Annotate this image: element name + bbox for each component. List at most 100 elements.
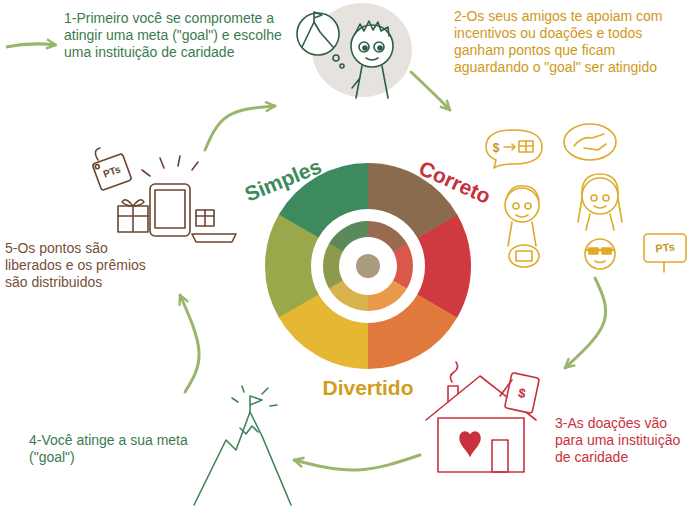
- friends-sketch: [585, 239, 615, 269]
- friends-sketch: [516, 215, 528, 217]
- step-block: 1-Primeiro você se compromete a atingir …: [60, 2, 411, 106]
- cycle-arrow: [411, 72, 450, 110]
- goal-mountain: [232, 386, 277, 406]
- step-text: 4-Você atinge a sua meta ("goal"): [29, 432, 194, 466]
- prizes-sketch: [118, 200, 148, 232]
- target-circle: [317, 215, 418, 316]
- thinking-figure: [351, 25, 393, 67]
- goal-mountain: [194, 386, 291, 505]
- sketch-label: $: [493, 142, 500, 154]
- thinking-figure: [366, 58, 378, 60]
- friends-sketch: [513, 203, 519, 209]
- target-circle: [317, 215, 418, 316]
- goal-mountain: [194, 412, 291, 505]
- cycle-arrow: [565, 278, 606, 368]
- entry-arrow: [6, 44, 56, 47]
- charity-house: [426, 362, 539, 472]
- friends-sketch: [644, 234, 686, 262]
- thinking-figure: [363, 46, 367, 50]
- sketch-label: PTs: [102, 164, 122, 179]
- friends-sketch: [486, 130, 542, 168]
- friends-sketch: [505, 188, 539, 222]
- friends-sketch: [564, 124, 616, 160]
- thinking-figure: [355, 21, 389, 36]
- target-circle: [340, 238, 396, 294]
- target-circle: [317, 215, 418, 316]
- value-word: Simples: [242, 155, 325, 205]
- prizes-sketch: [192, 234, 236, 242]
- step-text: 3-As doações vão para uma instituição de…: [555, 415, 691, 466]
- prizes-sketch: [150, 184, 190, 236]
- cycle-arrow: [180, 295, 199, 392]
- friends-sketch: [516, 251, 532, 261]
- target-circle: [288, 186, 448, 346]
- friends-sketch: [574, 134, 606, 150]
- cycle-arrow: [205, 106, 275, 150]
- cycle-arrow: [294, 455, 420, 470]
- thinking-figure: [297, 13, 339, 55]
- value-word: Correto: [416, 157, 494, 207]
- target-circle: [259, 157, 478, 376]
- thinking-figure: [340, 64, 344, 68]
- charity-house: [450, 362, 457, 382]
- friends-sketch: [519, 141, 533, 152]
- charity-house: [492, 440, 508, 472]
- friends-sketch: [508, 222, 536, 246]
- step-text: 5-Os pontos são liberados e os prêmios s…: [5, 240, 147, 291]
- prizes-sketch: [92, 148, 236, 242]
- target-circle: [356, 254, 380, 278]
- prizes-sketch: [95, 148, 100, 160]
- step-text: 2-Os seus amigos te apoiam com incentivo…: [454, 8, 692, 76]
- charity-house: [460, 432, 480, 456]
- friends-sketch: [586, 214, 614, 230]
- prizes-sketch: [196, 210, 214, 226]
- target-circle: [259, 157, 478, 376]
- friends-sketch: [582, 178, 618, 214]
- value-word: Divertido: [322, 377, 413, 398]
- friends-sketch: [525, 203, 531, 209]
- charity-house: [505, 372, 540, 413]
- thinking-figure: [378, 46, 382, 50]
- friends-sketch: [589, 248, 598, 254]
- friends-sketch: [595, 261, 605, 263]
- friends-sketch: [602, 248, 611, 254]
- step-block: 4-Você atinge a sua meta ("goal"): [25, 392, 294, 512]
- goal-mountain: [240, 426, 258, 434]
- target-circle: [259, 157, 478, 376]
- friends-sketch: [504, 144, 515, 150]
- charity-house: [438, 418, 524, 472]
- friends-sketch: [591, 195, 597, 201]
- thinking-figure: [314, 12, 322, 22]
- goal-mountain: [250, 396, 262, 412]
- thinking-figure: [374, 42, 384, 52]
- thinking-figure: [297, 3, 412, 98]
- target-circle: [259, 157, 478, 376]
- thinking-figure: [352, 66, 388, 98]
- target-circle: [317, 215, 418, 316]
- prizes-sketch: [142, 156, 198, 176]
- friends-sketch: [663, 262, 665, 272]
- friends-sketch: [578, 174, 622, 222]
- step-block: 3-As doações vão para uma instituição de…: [420, 368, 695, 482]
- thinking-figure: [302, 22, 333, 47]
- prizes-sketch: [155, 190, 185, 228]
- friends-sketch: [506, 186, 539, 200]
- prizes-sketch: [196, 210, 214, 226]
- target-circle: [331, 229, 405, 303]
- friends-sketch: [603, 195, 609, 201]
- friends-sketch: [594, 206, 606, 208]
- charity-house: [448, 386, 458, 402]
- target-circle: [259, 157, 478, 376]
- friends-sketch: [519, 141, 533, 152]
- thinking-figure: [359, 42, 369, 52]
- sketch-label: PTs: [655, 242, 675, 255]
- step-block: 5-Os pontos são liberados e os prêmios s…: [3, 150, 242, 295]
- friends-sketch: [486, 124, 686, 272]
- prizes-sketch: [95, 164, 100, 169]
- target-circle: [317, 215, 419, 317]
- thinking-figure: [333, 55, 339, 61]
- step-text: 1-Primeiro você se compromete a atingir …: [64, 10, 284, 61]
- charity-house: [500, 380, 512, 396]
- friends-sketch: [509, 245, 539, 267]
